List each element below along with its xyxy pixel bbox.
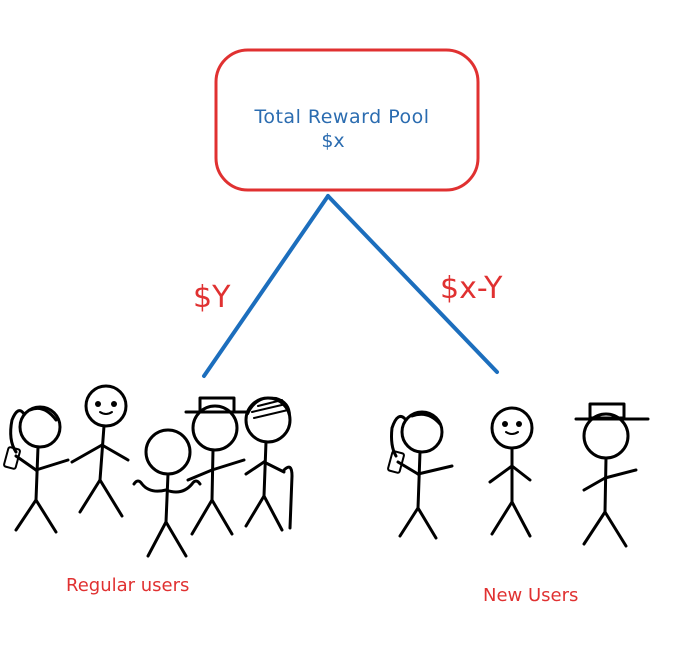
stick-figure-shrugging xyxy=(132,428,202,558)
stick-figure-with-phone xyxy=(3,405,70,534)
regular-users-group: Regular users xyxy=(3,384,294,596)
connector-left xyxy=(202,194,330,378)
reward-pool-box-border xyxy=(214,48,480,192)
stick-figure-with-cane xyxy=(244,396,294,532)
new-users-group: New Users xyxy=(387,402,650,606)
stick-figure-with-phone xyxy=(387,410,454,540)
left-edge-label: $Y xyxy=(193,280,231,315)
right-edge-label: $x-Y xyxy=(440,271,503,306)
reward-pool-box: Total Reward Pool $x xyxy=(214,48,480,192)
stick-figure-smiling xyxy=(488,406,534,538)
stick-figure-top-hat xyxy=(574,402,650,548)
split-connectors xyxy=(202,194,499,378)
stick-figure-smiling xyxy=(70,384,130,518)
reward-pool-title: Total Reward Pool xyxy=(253,106,429,128)
new-users-label: New Users xyxy=(483,585,578,606)
connector-right xyxy=(326,194,499,374)
stick-figure-top-hat xyxy=(184,396,250,536)
regular-users-label: Regular users xyxy=(66,575,189,596)
reward-pool-amount: $x xyxy=(321,130,344,152)
